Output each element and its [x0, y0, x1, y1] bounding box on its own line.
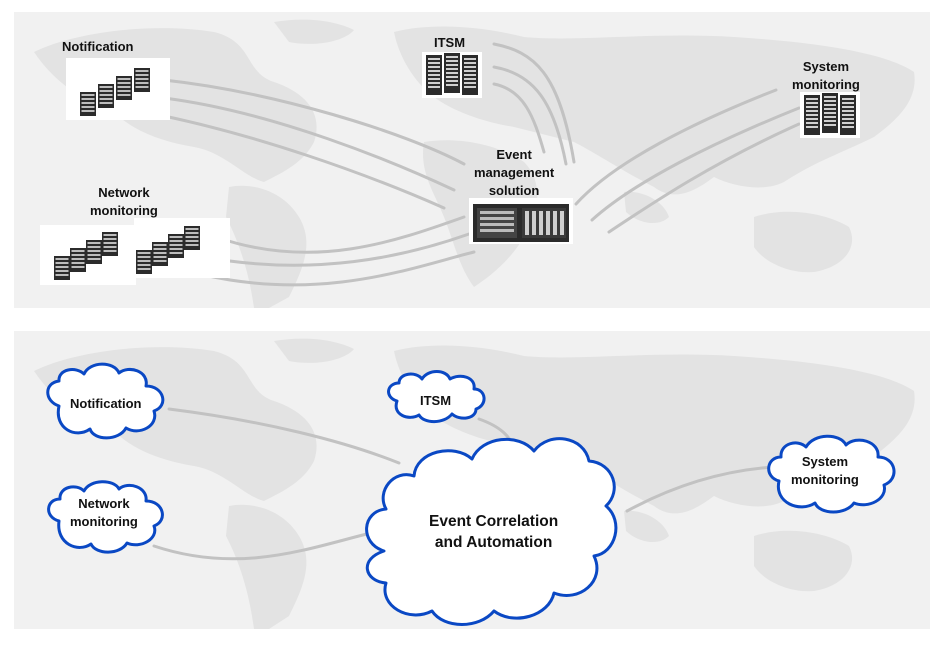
connector-line — [162, 96, 456, 192]
system-monitoring-label-line: monitoring — [791, 472, 859, 487]
network-monitoring-label-line: Network — [98, 185, 150, 200]
cloud-architecture-panel: Notification ITSM Network monitoring Sys… — [14, 331, 930, 629]
connector-line — [492, 82, 546, 154]
network-monitoring-label: Network monitoring — [70, 495, 138, 531]
server-rack-icon — [800, 92, 860, 138]
connector-line — [202, 232, 471, 267]
system-monitoring-label-line: System — [802, 59, 850, 74]
event-correlation-label-line: and Automation — [434, 534, 553, 551]
connector-line — [167, 407, 401, 465]
network-monitoring-label-line: monitoring — [90, 203, 158, 218]
connector-line — [625, 465, 776, 513]
blade-chassis-icon — [469, 198, 573, 244]
connector-line — [492, 42, 576, 164]
system-monitoring-label: System monitoring — [791, 453, 859, 489]
legacy-architecture-panel: Notification ITSM System monitoring Even… — [14, 12, 930, 308]
connector-line — [202, 250, 476, 287]
connector-line — [132, 108, 446, 210]
cloud-icon — [47, 480, 164, 554]
itsm-label: ITSM — [420, 393, 452, 408]
server-stack-icon — [134, 218, 230, 278]
connector-line — [162, 78, 466, 166]
connector-line — [590, 106, 801, 222]
server-icons — [40, 52, 860, 285]
network-monitoring-label: Network monitoring — [90, 184, 158, 220]
cloud-icon — [387, 370, 486, 424]
event-management-label: Event management solution — [474, 146, 554, 200]
event-management-label-line: management — [474, 165, 555, 180]
system-monitoring-label-line: monitoring — [792, 77, 860, 92]
itsm-label: ITSM — [434, 35, 466, 50]
connector-lines — [132, 42, 801, 287]
server-stack-icon — [40, 225, 136, 285]
server-stack-icon — [66, 58, 170, 120]
connector-line — [607, 122, 801, 234]
connector-line — [152, 529, 381, 561]
network-monitoring-label-line: Network — [78, 496, 130, 511]
system-monitoring-label-line: System — [801, 454, 849, 469]
event-management-label-line: Event — [496, 147, 532, 162]
event-correlation-label: Event Correlation and Automation — [429, 511, 558, 553]
connector-line — [574, 88, 778, 206]
cloud-icon — [767, 434, 896, 514]
cloud-icon — [365, 437, 618, 626]
network-monitoring-label-line: monitoring — [70, 514, 138, 529]
notification-label: Notification — [70, 396, 142, 411]
event-correlation-label-line: Event Correlation — [429, 513, 559, 530]
event-management-label-line: solution — [488, 183, 540, 198]
system-monitoring-label: System monitoring — [792, 58, 860, 94]
connector-line — [492, 65, 568, 166]
notification-label: Notification — [62, 39, 134, 54]
cloud-icon — [46, 362, 165, 440]
server-rack-icon — [422, 52, 482, 98]
connector-line — [217, 215, 466, 254]
clouds — [46, 362, 896, 626]
